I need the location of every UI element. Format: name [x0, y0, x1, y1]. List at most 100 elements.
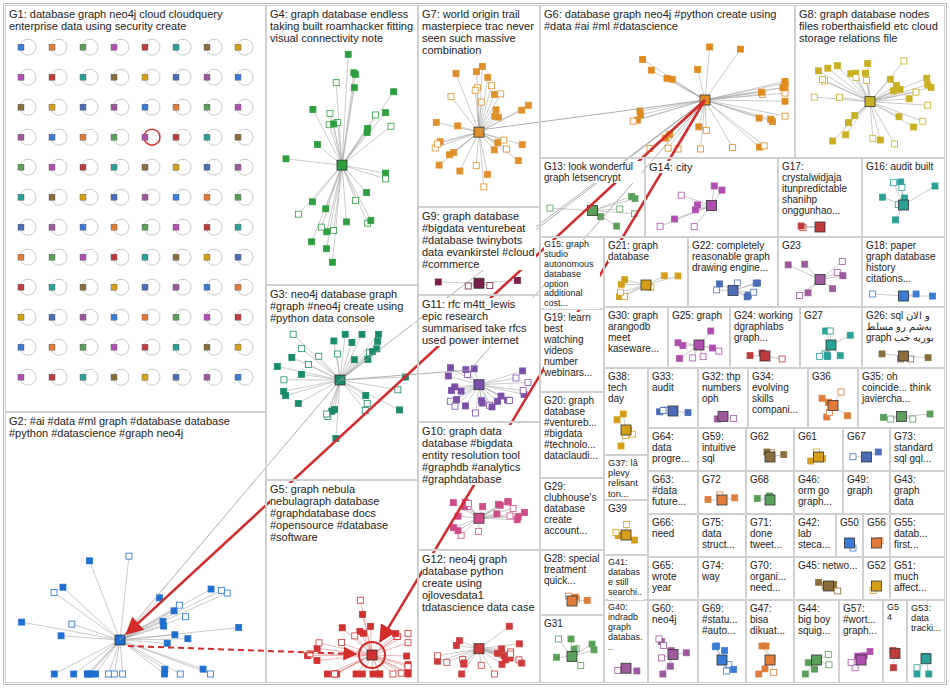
vertex-icon — [797, 293, 803, 299]
hub-vertex — [899, 200, 909, 210]
hub-vertex — [765, 495, 775, 505]
vertex-cluster — [657, 406, 691, 416]
vertex-icon — [838, 389, 844, 395]
vertex-icon — [314, 645, 320, 651]
vertex-icon — [830, 138, 836, 144]
vertex-icon — [204, 344, 210, 350]
vertex-icon — [218, 587, 224, 593]
edge-line — [293, 334, 340, 380]
vertex-icon — [142, 254, 148, 260]
vertex-cluster — [785, 258, 846, 298]
vertex-icon — [200, 666, 206, 672]
vertex-icon — [487, 283, 493, 289]
group-box: G2: #ai #data #ml graph #database databa… — [5, 412, 266, 683]
vertex-icon — [235, 164, 241, 170]
vertex-icon — [751, 289, 757, 295]
vertex-icon — [173, 224, 179, 230]
vertex-icon — [510, 505, 516, 511]
vertex-icon — [18, 314, 24, 320]
vertex-icon — [235, 284, 241, 290]
vertex-cluster — [566, 593, 591, 606]
vertex-icon — [49, 74, 55, 80]
edge-line — [286, 380, 340, 396]
vertex-icon — [80, 194, 86, 200]
vertex-icon — [361, 630, 367, 636]
vertex-icon — [848, 660, 854, 666]
vertex-cluster — [764, 449, 787, 462]
vertex-icon — [498, 91, 504, 97]
group-label: G14: city — [649, 161, 774, 173]
vertex-icon — [49, 314, 55, 320]
edge-line — [22, 622, 120, 640]
strong-link — [127, 100, 705, 634]
vertex-icon — [365, 125, 371, 131]
hub-vertex — [828, 401, 838, 411]
group-label: G2: #ai #data #ml graph #database databa… — [9, 415, 262, 439]
vertex-icon — [618, 443, 624, 449]
vertex-cluster — [890, 648, 900, 671]
vertex-icon — [111, 671, 117, 677]
vertex-icon — [747, 353, 753, 359]
hub-vertex — [694, 340, 704, 350]
group-label: G56 — [867, 517, 886, 528]
group-label: G1: database graph neo4j cloud cloudquer… — [9, 8, 262, 32]
vertex-icon — [111, 194, 117, 200]
vertex-icon — [696, 124, 702, 130]
vertex-icon — [281, 377, 287, 383]
edge-line — [61, 636, 120, 640]
vertex-cluster — [305, 597, 411, 677]
vertex-icon — [461, 661, 467, 667]
vertex-icon — [18, 254, 24, 260]
group-box: G4: graph database endless taking built … — [266, 5, 418, 285]
edge-line — [705, 49, 741, 100]
vertex-cluster — [845, 538, 857, 551]
edge-line — [120, 593, 227, 640]
vertex-icon — [520, 368, 526, 374]
vertex-icon — [316, 640, 322, 646]
vertex-icon — [458, 388, 464, 394]
hub-vertex — [717, 495, 727, 505]
vertex-icon — [897, 86, 903, 92]
vertex-cluster — [705, 492, 738, 505]
vertex-icon — [235, 224, 241, 230]
vertex-icon — [762, 666, 768, 672]
vertex-cluster — [554, 636, 597, 669]
group-label: G61 — [798, 431, 839, 442]
group-label: G30: graph arangodb meet kaseware... — [608, 310, 664, 354]
vertex-icon — [516, 641, 522, 647]
vertex-icon — [49, 164, 55, 170]
vertex-cluster — [850, 449, 881, 462]
vertex-icon — [494, 511, 500, 517]
vertex-icon — [805, 290, 811, 296]
vertex-icon — [712, 644, 718, 650]
vertex-icon — [664, 75, 670, 81]
hub-vertex — [815, 222, 825, 232]
vertex-icon — [782, 84, 788, 90]
hub-vertex — [862, 452, 872, 462]
edge-line — [870, 102, 913, 127]
edge-line — [675, 206, 712, 219]
group-label: G38: tech day — [608, 371, 644, 404]
vertex-icon — [339, 625, 345, 631]
edge-line — [438, 649, 479, 656]
vertex-cluster — [802, 652, 832, 677]
vertex-icon — [892, 141, 898, 147]
vertex-icon — [18, 224, 24, 230]
group-box: G10: graph data database #bigdata entity… — [418, 422, 540, 550]
vertex-icon — [18, 344, 24, 350]
vertex-icon — [370, 671, 376, 677]
group-label: G34: evolving skills compani... — [752, 371, 804, 415]
vertex-icon — [870, 291, 876, 297]
vertex-icon — [816, 353, 822, 359]
vertex-icon — [207, 671, 213, 677]
vertex-icon — [450, 500, 456, 506]
vertex-icon — [173, 134, 179, 140]
vertex-icon — [142, 284, 148, 290]
group-box: G64: data progre... — [648, 428, 698, 471]
group-box: G56 — [863, 514, 890, 557]
vertex-icon — [126, 553, 132, 559]
vertex-icon — [444, 659, 450, 665]
vertex-icon — [391, 89, 397, 95]
vertex-icon — [837, 353, 843, 359]
vertex-cluster — [657, 183, 725, 230]
